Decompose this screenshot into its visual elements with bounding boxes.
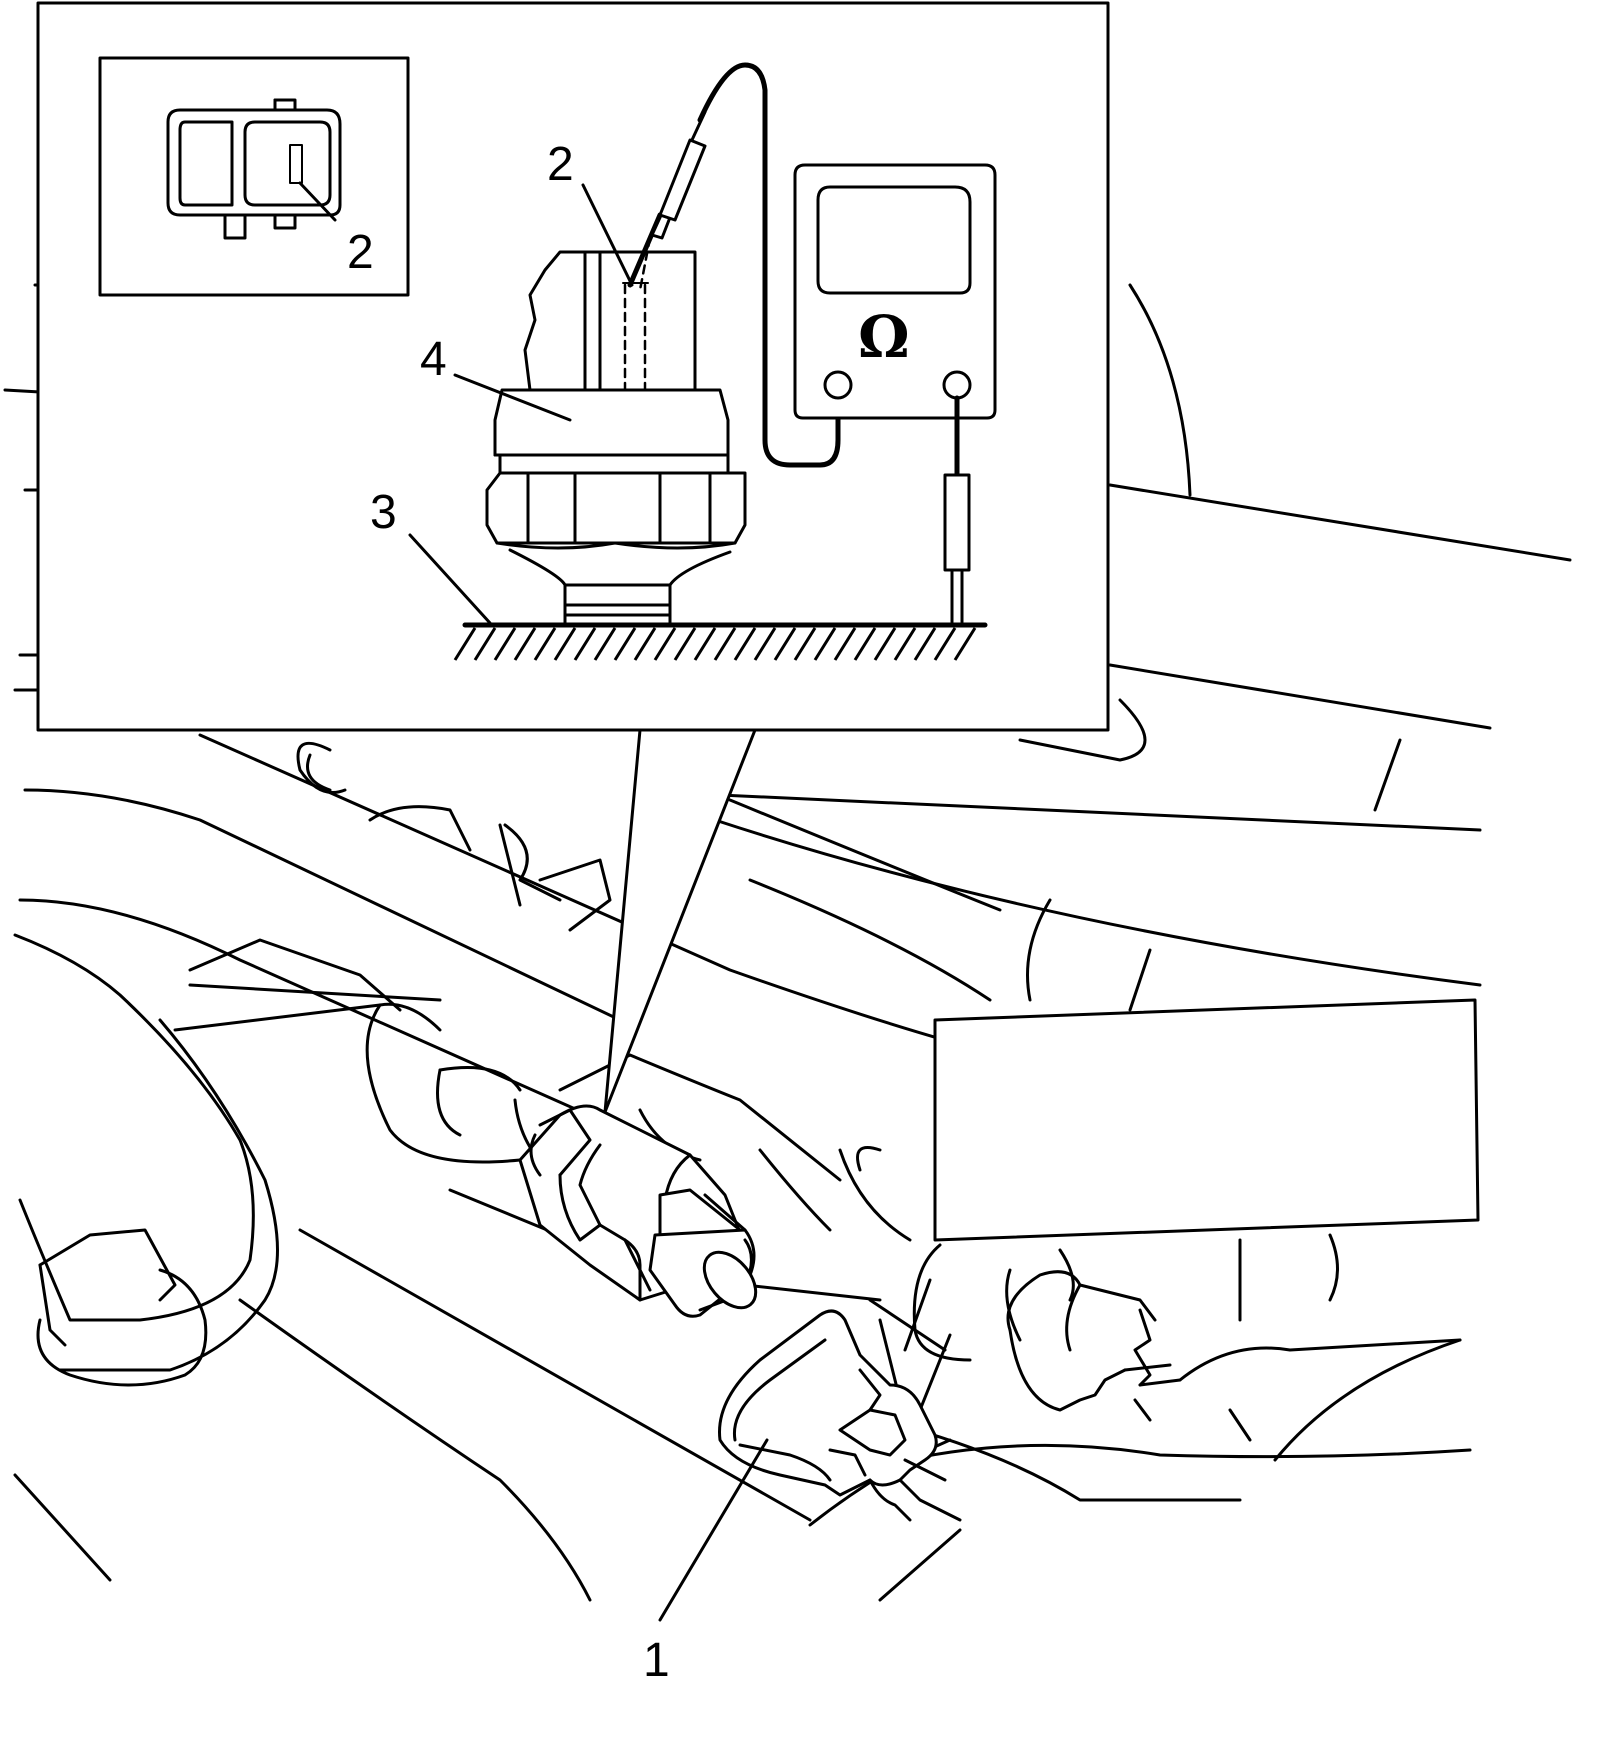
hatch-line — [533, 627, 557, 661]
bolt-head — [36, 1228, 208, 1387]
hatch-line — [653, 627, 677, 661]
hatch-line — [513, 627, 537, 661]
hatch-line — [473, 627, 497, 661]
zoom-pointer — [603, 728, 757, 1114]
hatch-line — [933, 627, 957, 661]
hatch-line — [853, 627, 877, 661]
hatch-line — [613, 627, 637, 661]
meter-terminal-left — [823, 370, 853, 400]
hatch-line — [913, 627, 937, 661]
sensor-connector — [718, 1309, 962, 1522]
hatch-line — [773, 627, 797, 661]
meter-terminal-right — [942, 370, 972, 400]
callout-1-label: 1 — [643, 1634, 670, 1687]
hatch-line — [833, 627, 857, 661]
callout-4-label: 4 — [420, 333, 447, 386]
hatch-line — [693, 627, 717, 661]
hatch-line — [953, 627, 977, 661]
hatch-line — [573, 627, 597, 661]
hatch-line — [813, 627, 837, 661]
hatch-line — [893, 627, 917, 661]
callout-3-label: 3 — [370, 486, 397, 539]
hatch-line — [553, 627, 577, 661]
hatch-line — [873, 627, 897, 661]
ohm-symbol: Ω — [858, 303, 910, 371]
hatch-line — [453, 627, 477, 661]
callout-2-probe-label: 2 — [547, 138, 574, 191]
callout-1: 1 — [643, 1438, 769, 1687]
callout-3: 3 — [370, 486, 492, 625]
pressure-sensor-installed — [518, 1104, 758, 1318]
detail-panel: 2 — [36, 1, 1110, 732]
callout-2: 2 — [547, 138, 634, 287]
ohmmeter: Ω — [793, 163, 997, 624]
pressure-switch-sideview — [485, 62, 841, 627]
callout-4: 4 — [420, 333, 572, 422]
hatch-line — [713, 627, 737, 661]
hatch-line — [733, 627, 757, 661]
callout-2-inset-label: 2 — [347, 226, 374, 279]
hatch-line — [673, 627, 697, 661]
hatch-line — [793, 627, 817, 661]
connector-face-inset: 2 — [98, 56, 410, 297]
hatch-line — [493, 627, 517, 661]
hatch-line — [593, 627, 617, 661]
hatch-line — [753, 627, 777, 661]
hatch-line — [633, 627, 657, 661]
ground-surface — [453, 622, 988, 661]
